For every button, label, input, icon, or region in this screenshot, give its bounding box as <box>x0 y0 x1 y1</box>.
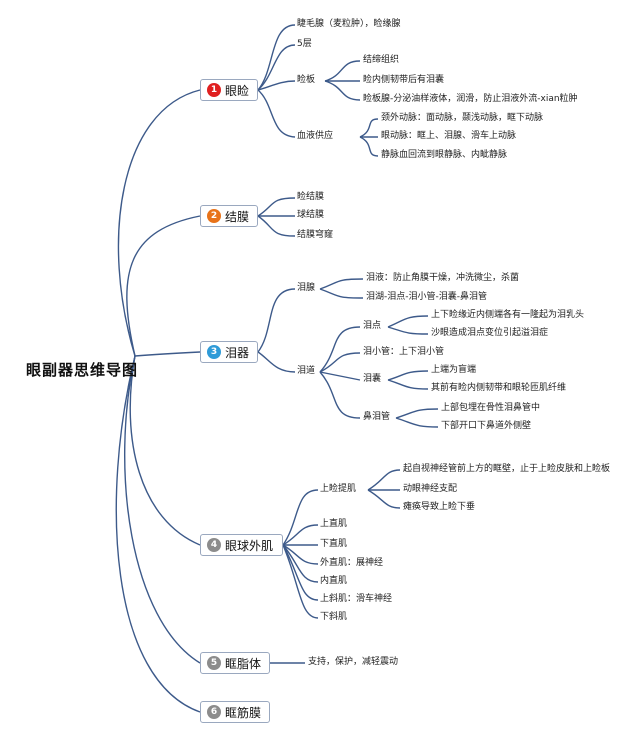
muscle-item: 外直肌：展神经 <box>320 558 384 568</box>
punctum: 泪点 <box>363 321 382 331</box>
canaliculus: 泪小管：上下泪小管 <box>363 347 445 357</box>
nasolacrimal-item: 下部开口下鼻道外侧壁 <box>441 421 532 431</box>
eyelid-item-tarsus: 睑板 <box>297 75 316 85</box>
conjunctiva-item: 睑结膜 <box>297 192 325 202</box>
muscle-item: 下直肌 <box>320 539 348 549</box>
eyelid-item: 睫毛腺（麦粒肿），睑缘腺 <box>297 19 401 29</box>
nasolacrimal-duct: 鼻泪管 <box>363 412 391 422</box>
tarsus-item: 睑板腺-分泌油样液体，润滑，防止泪液外流-xian粒肿 <box>363 94 578 104</box>
gland-item: 泪液：防止角膜干燥，冲洗微尘，杀菌 <box>366 273 520 283</box>
tarsus-item: 结缔组织 <box>363 55 400 65</box>
blood-item: 眼动脉：眶上、泪腺、滑车上动脉 <box>381 131 517 141</box>
muscle-item: 上直肌 <box>320 519 348 529</box>
branch-label: 结膜 <box>225 209 250 224</box>
branch-label: 眶脂体 <box>225 656 262 671</box>
muscle-item: 内直肌 <box>320 576 348 586</box>
number-badge: 6 <box>207 705 221 719</box>
eyelid-item-blood: 血液供应 <box>297 131 334 141</box>
lacrimal-sac: 泪囊 <box>363 374 382 384</box>
branch-eyelid[interactable]: 1 眼睑 <box>200 79 258 101</box>
muscle-item: 下斜肌 <box>320 612 348 622</box>
punctum-item: 沙眼造成泪点变位引起溢泪症 <box>431 328 549 338</box>
muscle-item: 上斜肌：滑车神经 <box>320 594 393 604</box>
number-badge: 3 <box>207 345 221 359</box>
punctum-item: 上下睑缘近内侧端各有一隆起为泪乳头 <box>431 310 585 320</box>
sac-item: 上端为盲端 <box>431 365 477 375</box>
blood-item: 静脉血回流到眼静脉、内眦静脉 <box>381 150 508 160</box>
levator-item: 动眼神经支配 <box>403 484 458 494</box>
nasolacrimal-item: 上部包埋在骨性泪鼻管中 <box>441 403 541 413</box>
number-badge: 1 <box>207 83 221 97</box>
branch-lacrimal[interactable]: 3 泪器 <box>200 341 258 363</box>
branch-orbital-fat[interactable]: 5 眶脂体 <box>200 652 270 674</box>
branch-label: 眼睑 <box>225 83 250 98</box>
conjunctiva-item: 结膜穹窿 <box>297 230 334 240</box>
conjunctiva-item: 球结膜 <box>297 210 325 220</box>
fat-item: 支持，保护，减轻震动 <box>308 657 399 667</box>
number-badge: 2 <box>207 209 221 223</box>
levator-muscle: 上睑提肌 <box>320 484 357 494</box>
branch-label: 眼球外肌 <box>225 538 274 553</box>
branch-extraocular-muscles[interactable]: 4 眼球外肌 <box>200 534 283 556</box>
gland-item: 泪湖-泪点-泪小管-泪囊-鼻泪管 <box>366 292 487 302</box>
lacrimal-duct: 泪道 <box>297 366 316 376</box>
root-title: 眼副器思维导图 <box>26 361 139 379</box>
number-badge: 4 <box>207 538 221 552</box>
number-badge: 5 <box>207 656 221 670</box>
branch-conjunctiva[interactable]: 2 结膜 <box>200 205 258 227</box>
sac-item: 其前有睑内侧韧带和眼轮匝肌纤维 <box>431 383 567 393</box>
lacrimal-gland: 泪腺 <box>297 283 316 293</box>
branch-orbital-fascia[interactable]: 6 眶筋膜 <box>200 701 270 723</box>
branch-label: 泪器 <box>225 345 250 360</box>
levator-item: 起自视神经管前上方的眶壁，止于上睑皮肤和上睑板 <box>403 464 611 474</box>
blood-item: 颈外动脉：面动脉，颞浅动脉，眶下动脉 <box>381 113 544 123</box>
tarsus-item: 睑内侧韧带后有泪囊 <box>363 75 445 85</box>
eyelid-item: 5层 <box>297 39 312 49</box>
branch-label: 眶筋膜 <box>225 705 262 720</box>
levator-item: 瘫痪导致上睑下垂 <box>403 502 476 512</box>
